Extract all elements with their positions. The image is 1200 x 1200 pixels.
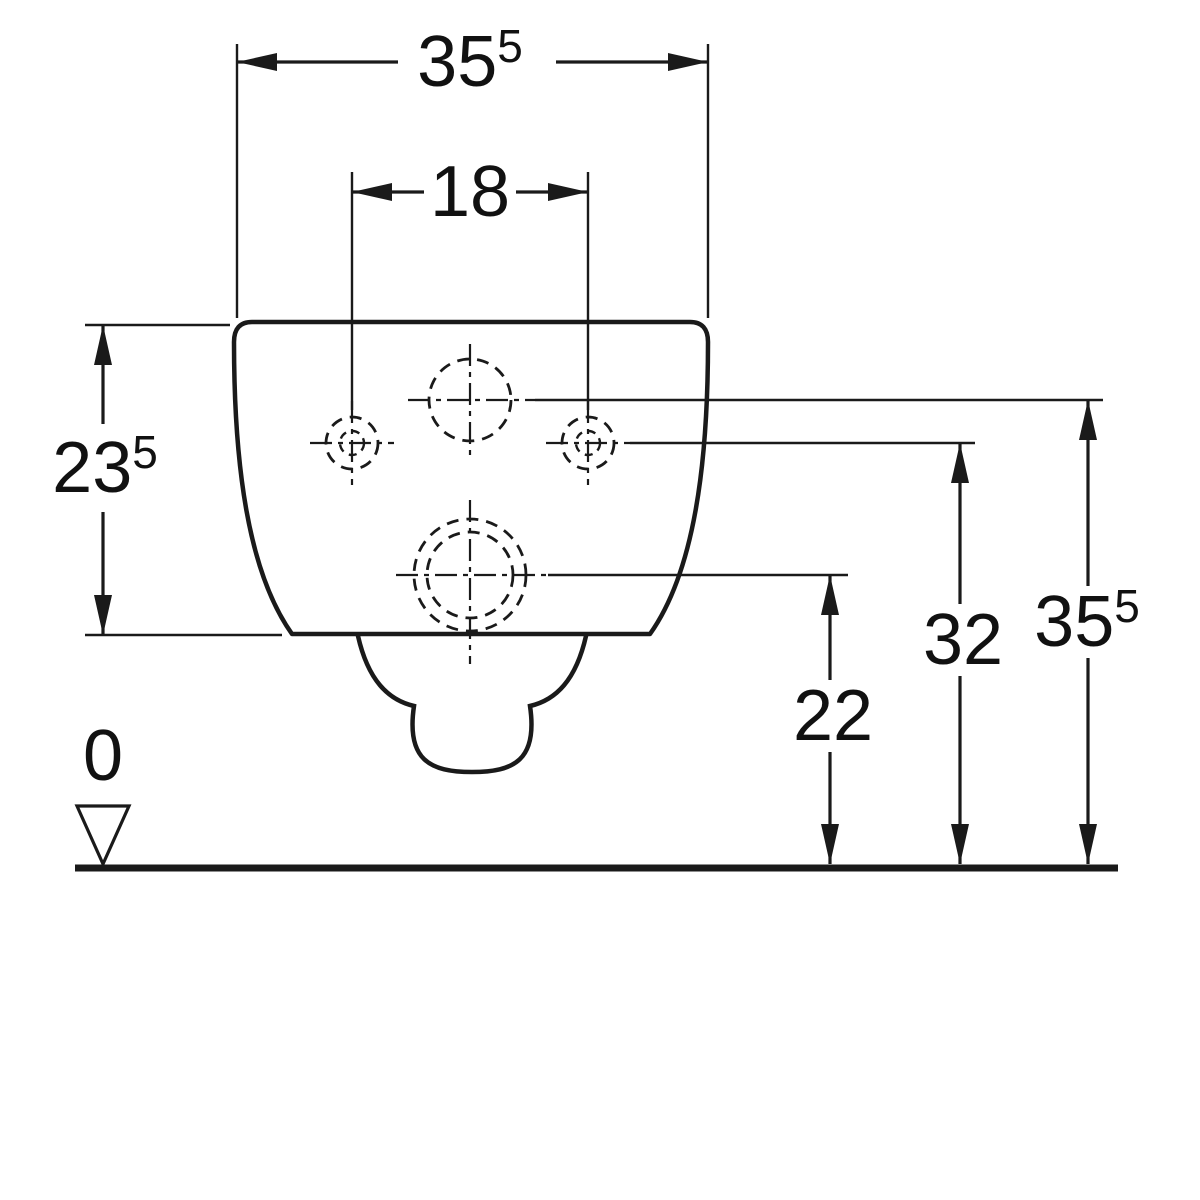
arrowhead-down	[821, 824, 839, 864]
dim-label-overall-width: 355	[417, 20, 523, 102]
arrowhead-left	[352, 183, 392, 201]
dim-label-pan-height: 235	[52, 426, 158, 508]
datum-label: 0	[83, 716, 123, 796]
dim-label-hole-spacing: 18	[430, 152, 510, 232]
dimension-overall-width: 355	[235, 20, 710, 318]
dimension-supply-hole-height: 355	[535, 398, 1140, 864]
arrowhead-up	[821, 575, 839, 615]
dim-label-outlet-height: 22	[793, 676, 873, 756]
datum-marker: 0	[74, 716, 132, 868]
arrowhead-up	[1079, 400, 1097, 440]
arrowhead-right	[668, 53, 708, 71]
arrowhead-down	[94, 595, 112, 635]
arrowhead-down	[1079, 824, 1097, 864]
dimension-outlet-height: 22	[548, 573, 873, 864]
dim-label-supply-hole-height: 355	[1034, 580, 1140, 662]
arrowhead-right	[548, 183, 588, 201]
dimension-hole-spacing: 18	[350, 152, 590, 410]
mounting-holes	[310, 344, 630, 664]
arrowhead-down	[951, 824, 969, 864]
dimension-fixing-hole-height: 32	[630, 441, 1003, 864]
arrowhead-up	[94, 325, 112, 365]
dim-label-fixing-hole-height: 32	[923, 600, 1003, 680]
datum-triangle-icon	[74, 804, 132, 868]
arrowhead-up	[951, 443, 969, 483]
dimension-pan-height: 235	[52, 323, 282, 637]
outlet-trap-outline	[355, 633, 589, 775]
arrowhead-left	[237, 53, 277, 71]
